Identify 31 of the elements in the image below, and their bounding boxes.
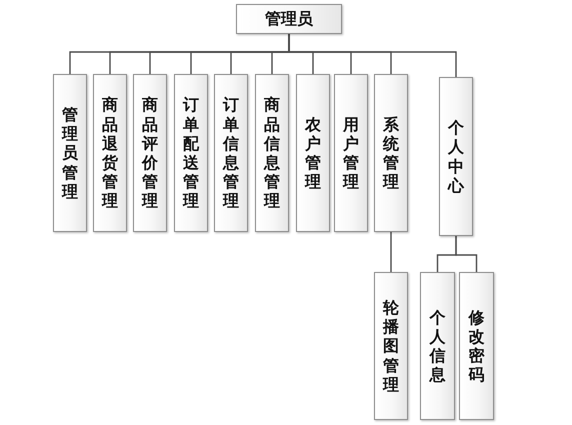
box-label: 修改密码 bbox=[468, 308, 484, 384]
box-label: 用户管理 bbox=[343, 114, 359, 192]
connector-line bbox=[288, 34, 457, 77]
box-label: 农户管理 bbox=[305, 114, 321, 192]
process-box bbox=[420, 272, 455, 420]
connector-line bbox=[390, 232, 392, 272]
process-box bbox=[374, 74, 408, 232]
box-label: 订单配送管理 bbox=[183, 95, 199, 211]
box-label: 管理员 bbox=[265, 9, 313, 29]
process-box bbox=[174, 74, 208, 232]
box-label: 管理员管理 bbox=[62, 105, 78, 201]
process-box bbox=[334, 74, 368, 232]
box-label: 商品信息管理 bbox=[264, 95, 280, 211]
process-box bbox=[214, 74, 248, 232]
box-label: 个人中心 bbox=[448, 118, 464, 195]
box-label: 个人信息 bbox=[430, 308, 446, 384]
process-box bbox=[255, 74, 289, 232]
box-label: 订单信息管理 bbox=[223, 95, 239, 211]
process-box bbox=[133, 74, 167, 232]
process-box bbox=[459, 272, 494, 420]
box-label: 商品评价管理 bbox=[142, 95, 158, 211]
box-label: 商品退货管理 bbox=[102, 95, 118, 211]
process-box bbox=[296, 74, 330, 232]
process-box bbox=[93, 74, 127, 232]
process-box bbox=[439, 77, 473, 236]
connector-line bbox=[455, 236, 478, 272]
box-label: 轮播图管理 bbox=[383, 298, 399, 394]
process-box bbox=[374, 272, 408, 420]
process-box bbox=[53, 74, 87, 232]
box-label: 系统管理 bbox=[383, 114, 399, 192]
process-box bbox=[236, 4, 342, 34]
